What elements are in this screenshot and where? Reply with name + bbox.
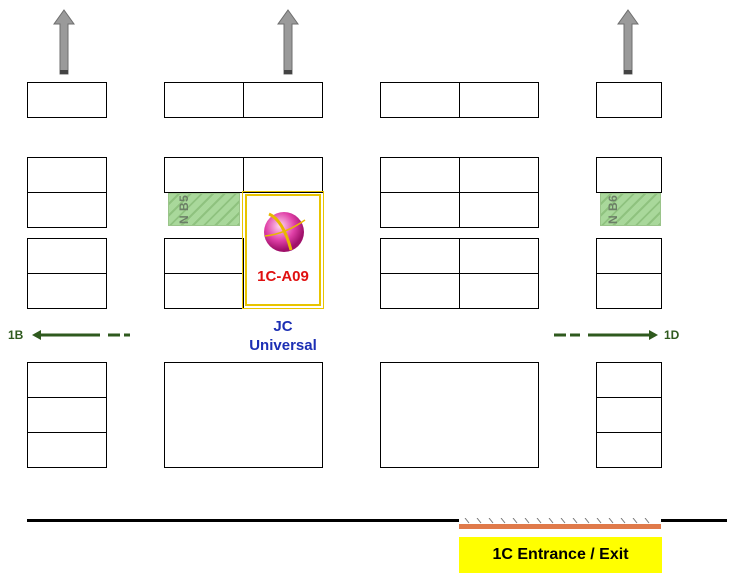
booth[interactable]	[27, 82, 107, 118]
booth[interactable]	[596, 238, 662, 274]
booth[interactable]	[27, 192, 107, 228]
booth[interactable]	[459, 192, 539, 228]
booth[interactable]	[27, 362, 107, 398]
booth[interactable]	[596, 157, 662, 193]
booth[interactable]	[459, 157, 539, 193]
booth[interactable]	[380, 157, 460, 193]
up-arrow-icon-3	[617, 9, 639, 75]
booth[interactable]	[164, 273, 244, 309]
booth[interactable]	[596, 82, 662, 118]
booth-large[interactable]	[164, 362, 323, 468]
booth[interactable]	[164, 157, 244, 193]
booth[interactable]	[243, 82, 323, 118]
highlighted-booth[interactable]: 1C-A09	[242, 191, 324, 309]
booth[interactable]	[164, 238, 244, 274]
up-arrow-icon-1	[53, 9, 75, 75]
booth[interactable]	[459, 273, 539, 309]
company-name-line2: Universal	[249, 337, 317, 354]
booth[interactable]	[380, 82, 460, 118]
booth[interactable]	[596, 273, 662, 309]
booth-code: 1C-A09	[257, 268, 309, 285]
direction-label-left: 1B	[8, 328, 24, 342]
direction-label-right: 1D	[664, 328, 680, 342]
entrance-mat	[459, 518, 661, 529]
company-name: JC Universal	[238, 317, 328, 355]
booth[interactable]	[459, 238, 539, 274]
booth[interactable]	[27, 157, 107, 193]
booth[interactable]	[380, 192, 460, 228]
green-left-label: N B5	[177, 194, 191, 224]
green-right-label: N B6	[606, 194, 620, 224]
booth[interactable]	[27, 397, 107, 433]
booth[interactable]	[380, 273, 460, 309]
booth[interactable]	[164, 82, 244, 118]
up-arrow-icon-2	[277, 9, 299, 75]
booth-large[interactable]	[380, 362, 539, 468]
booth[interactable]	[27, 238, 107, 274]
left-arrow-icon	[32, 330, 130, 340]
wall-line	[27, 519, 727, 522]
booth[interactable]	[459, 82, 539, 118]
entrance-label: 1C Entrance / Exit	[459, 537, 662, 573]
company-logo-icon	[264, 212, 306, 252]
booth[interactable]	[380, 238, 460, 274]
company-name-line1: JC	[273, 318, 293, 335]
right-arrow-icon	[554, 330, 658, 340]
booth[interactable]	[27, 432, 107, 468]
booth[interactable]	[596, 432, 662, 468]
booth-green-right[interactable]: N B6	[600, 193, 661, 226]
booth[interactable]	[596, 397, 662, 433]
booth[interactable]	[27, 273, 107, 309]
booth-green-left[interactable]: N B5	[168, 193, 240, 226]
booth[interactable]	[243, 157, 323, 193]
booth[interactable]	[596, 362, 662, 398]
